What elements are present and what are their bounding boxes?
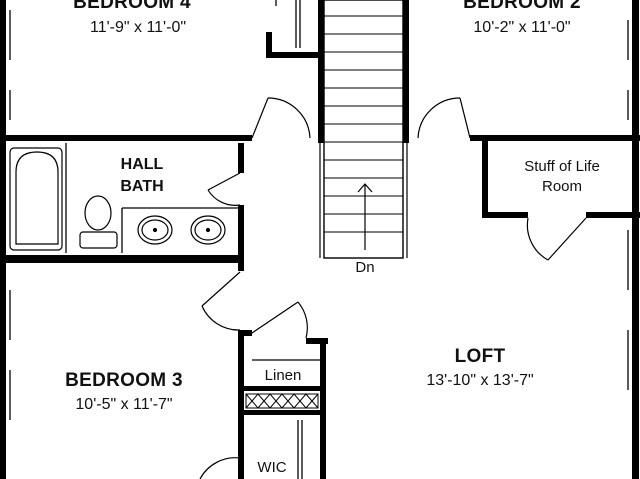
bedroom2-name: BEDROOM 2 [463,0,581,13]
toilet-icon [79,195,118,249]
door-swings [199,97,587,479]
thin-lines [9,0,629,479]
hall-bath-label-line1: HALL [120,156,164,173]
bedroom2-dimensions: 10'-2" x 11'-0" [473,19,571,36]
wic-label: WIC [257,459,287,476]
stairs-down-label: Dn [355,259,375,276]
bedroom3-dimensions: 10'-5" x 11'-7" [75,396,173,413]
hall-bath-label-line2: BATH [120,178,164,195]
bedroom3-name: BEDROOM 3 [65,370,183,391]
bedroom4-name: BEDROOM 4 [73,0,191,13]
loft-name: LOFT [454,346,506,367]
linen-label: Linen [264,367,302,384]
stuff-of-life-label-line2: Room [541,178,583,195]
sink-icon [137,215,226,245]
stair-arrow-icon [357,183,373,250]
bathtub-icon [9,147,63,251]
linen-shelf [245,393,319,409]
stuff-of-life-label-line1: Stuff of Life [524,158,600,175]
bedroom4-dimensions: 11'-9" x 11'-0" [89,19,187,36]
staircase [319,0,408,259]
loft-dimensions: 13'-10" x 13'-7" [426,372,534,389]
